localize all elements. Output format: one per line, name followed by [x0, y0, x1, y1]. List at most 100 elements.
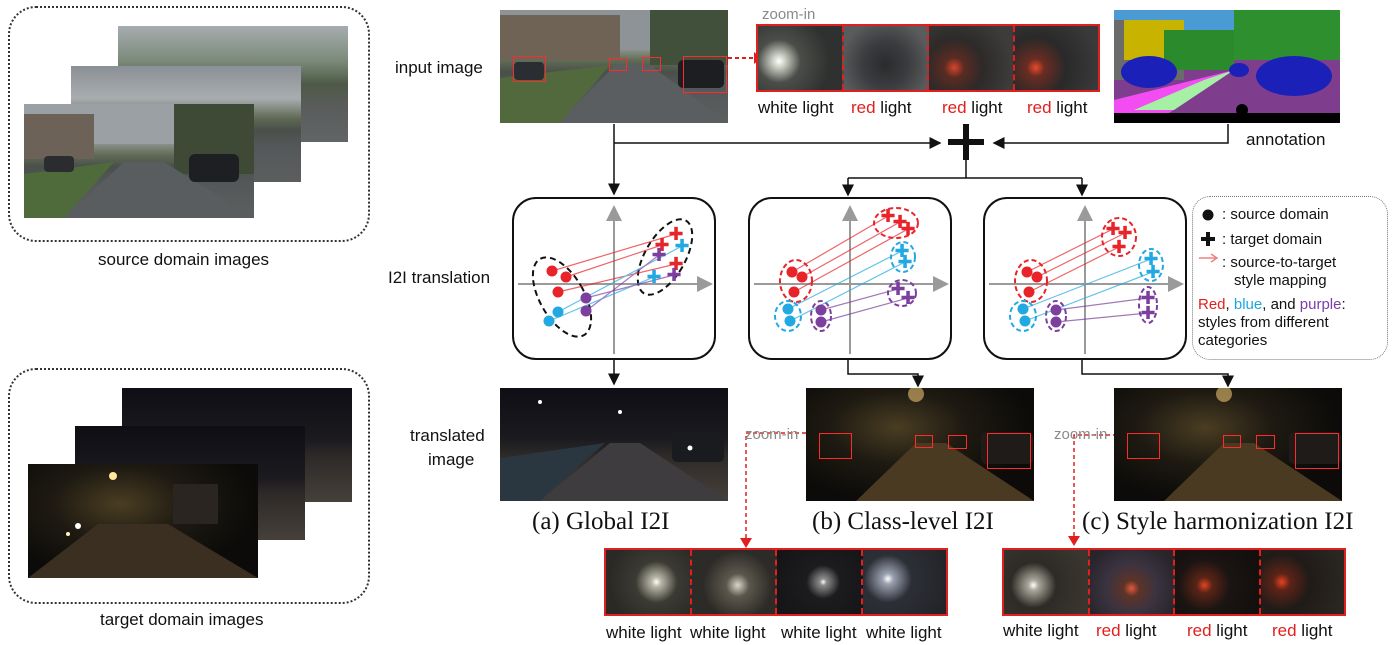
- svg-text:✚: ✚: [1140, 288, 1155, 309]
- class-zoom-caption-3: white light: [781, 623, 857, 642]
- legend-colon: :: [1341, 296, 1346, 313]
- input-image-scene: [500, 10, 728, 123]
- input-crop-box-1: [513, 56, 546, 82]
- legend-colors-line: Red, blue, and purple:: [1198, 296, 1346, 314]
- caption-global-i2i: (a) Global I2I: [532, 508, 670, 535]
- legend-mapping-line1: : source-to-target: [1222, 254, 1337, 271]
- legend-styles-line1: styles from different: [1198, 314, 1329, 331]
- input-zoom-caption-4-rest: light: [1051, 98, 1088, 117]
- target-image-front: [28, 464, 258, 578]
- style-zoom-caption-2-rest: light: [1120, 621, 1157, 640]
- svg-text:✚: ✚: [674, 236, 689, 257]
- style-zoom-strip: [1002, 548, 1346, 616]
- svg-text:✚: ✚: [900, 288, 915, 309]
- style-crop-box-4: [1295, 433, 1339, 469]
- input-zoom-cell-1: [758, 26, 844, 90]
- legend-dot-icon: [1202, 209, 1214, 221]
- style-zoom-cell-4: [1260, 550, 1344, 614]
- legend-and: , and: [1262, 296, 1300, 313]
- translated-label-line2: image: [428, 450, 475, 469]
- style-crop-box-3: [1256, 435, 1275, 449]
- plot-global: ✚ ✚ ✚ ✚ ✚ ✚ ✚: [518, 205, 713, 354]
- input-zoom-caption-1-color: white: [758, 98, 798, 117]
- style-crop-box-2: [1223, 435, 1241, 448]
- svg-text:✚: ✚: [668, 224, 683, 245]
- input-image: [500, 10, 728, 123]
- svg-text:✚: ✚: [1105, 219, 1120, 240]
- input-zoom-strip: [756, 24, 1100, 92]
- svg-text:✚: ✚: [666, 265, 681, 286]
- panel-global-i2i: ✚ ✚ ✚ ✚ ✚ ✚ ✚: [512, 197, 716, 360]
- input-zoom-label: zoom-in: [762, 6, 816, 23]
- class-zoom-cell-2: [691, 550, 777, 614]
- input-zoom-caption-2-rest: light: [875, 98, 912, 117]
- input-crop-box-4: [683, 56, 727, 93]
- legend-plus-icon: [1201, 232, 1215, 246]
- style-zoom-cell-1: [1004, 550, 1090, 614]
- panel-style-harmonization-i2i: ✚ ✚ ✚ ✚ ✚ ✚ ✚: [983, 197, 1187, 360]
- style-zoom-caption-1: white light: [1003, 621, 1079, 641]
- source-image-front: [24, 104, 254, 218]
- class-zoom-label: zoom-in: [745, 426, 799, 443]
- svg-text:✚: ✚: [894, 241, 909, 262]
- input-image-label: input image: [395, 58, 483, 77]
- legend-purple-word: purple: [1299, 296, 1342, 313]
- style-zoom-caption-3: red light: [1187, 621, 1248, 641]
- input-zoom-caption-1-rest: light: [797, 98, 834, 117]
- combine-plus-icon: [948, 124, 984, 160]
- translated-global-scene: [500, 400, 728, 501]
- style-zoom-caption-1-color: white: [1003, 621, 1043, 640]
- svg-text:✚: ✚: [897, 252, 912, 273]
- class-zoom-cell-3: [777, 550, 863, 614]
- legend-box: [1192, 196, 1388, 360]
- input-zoom-cell-3: [929, 26, 1015, 90]
- input-crop-box-2: [609, 58, 627, 71]
- style-zoom-caption-3-rest: light: [1211, 621, 1248, 640]
- svg-text:✚: ✚: [1111, 237, 1126, 258]
- class-zoom-caption-4: white light: [866, 623, 942, 642]
- target-domain-caption: target domain images: [100, 610, 264, 629]
- input-zoom-cell-2: [843, 26, 929, 90]
- style-crop-box-1: [1127, 433, 1160, 459]
- translated-image-global: [500, 388, 728, 501]
- translated-label-line1: translated: [410, 426, 485, 445]
- translated-image-style-harmonization: [1114, 388, 1342, 501]
- svg-text:✚: ✚: [892, 212, 907, 233]
- input-zoom-caption-1: white light: [758, 98, 834, 118]
- i2i-translation-label: I2I translation: [388, 268, 491, 287]
- legend-source: : source domain: [1222, 206, 1329, 223]
- style-zoom-caption-3-color: red: [1187, 621, 1212, 640]
- class-crop-box-4: [987, 433, 1031, 469]
- target-domain-frame: [8, 368, 370, 604]
- legend-target: : target domain: [1222, 231, 1323, 248]
- style-zoom-caption-4: red light: [1272, 621, 1333, 641]
- svg-text:✚: ✚: [668, 254, 683, 275]
- plot-style-harmonization: ✚ ✚ ✚ ✚ ✚ ✚ ✚: [989, 205, 1184, 354]
- svg-text:✚: ✚: [646, 267, 661, 288]
- input-zoom-caption-3-rest: light: [966, 98, 1003, 117]
- source-domain-frame: [8, 6, 370, 242]
- input-crop-box-3: [642, 57, 661, 71]
- source-domain-caption: source domain images: [98, 250, 270, 269]
- class-crop-box-3: [948, 435, 967, 449]
- input-zoom-caption-4: red light: [1027, 98, 1088, 118]
- style-zoom-caption-2: red light: [1096, 621, 1157, 641]
- annotation-image: [1114, 10, 1340, 123]
- translated-class-scene: [856, 388, 1034, 501]
- translated-image-class-level: [806, 388, 1034, 501]
- target-image-front-scene: [28, 472, 258, 578]
- svg-text:✚: ✚: [880, 206, 895, 227]
- class-zoom-strip: [604, 548, 948, 616]
- svg-text:✚: ✚: [890, 279, 905, 300]
- input-zoom-caption-2-color: red: [851, 98, 876, 117]
- legend-comma: ,: [1225, 296, 1234, 313]
- style-zoom-caption-1-rest: light: [1042, 621, 1079, 640]
- svg-text:✚: ✚: [1145, 262, 1160, 283]
- class-zoom-caption-2: white light: [690, 623, 766, 642]
- input-zoom-caption-3-color: red: [942, 98, 967, 117]
- legend-blue-word: blue: [1233, 296, 1263, 313]
- svg-text:✚: ✚: [651, 245, 666, 266]
- input-zoom-caption-3: red light: [942, 98, 1003, 118]
- panel-class-level-i2i: ✚ ✚ ✚ ✚ ✚ ✚ ✚: [748, 197, 952, 360]
